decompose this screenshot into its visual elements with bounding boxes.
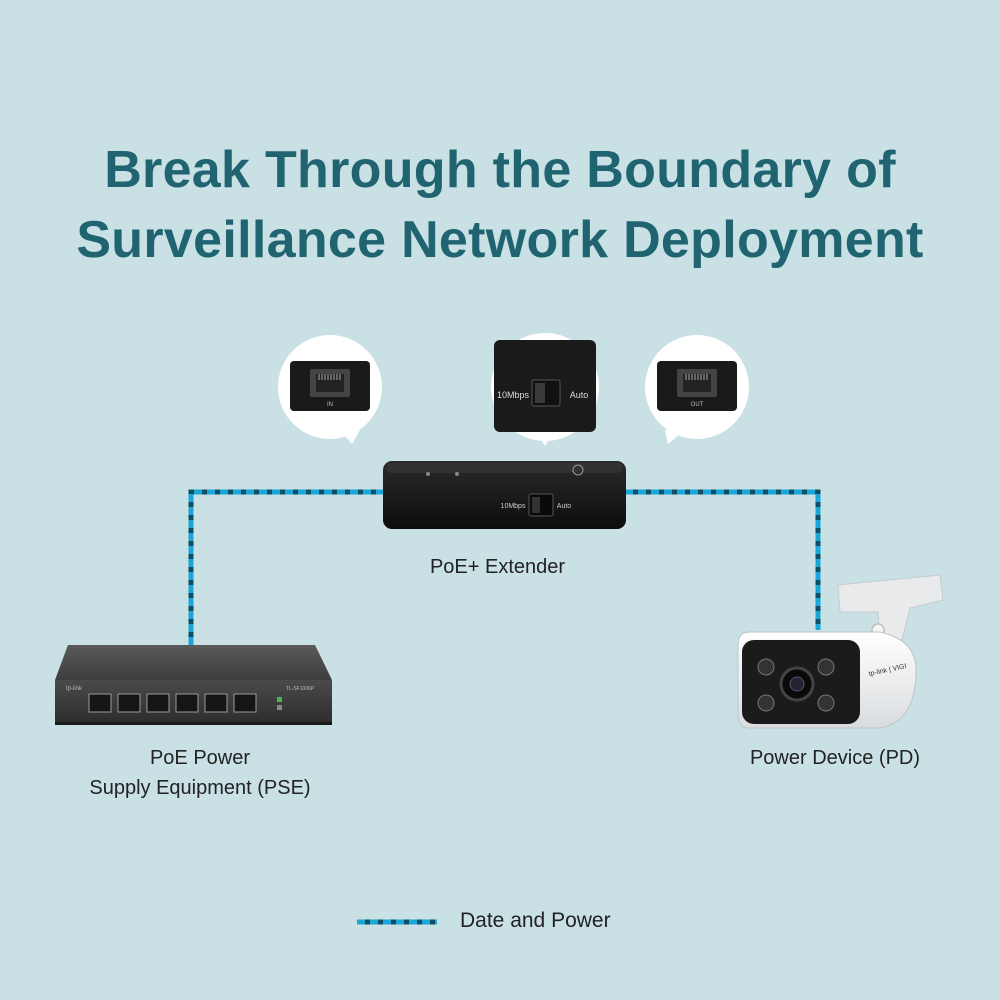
port-out-callout: OUT xyxy=(645,335,749,444)
title-line-2: Surveillance Network Deployment xyxy=(76,211,924,269)
cable-extender-to-pd xyxy=(625,489,821,630)
cable-pse-to-extender xyxy=(188,489,383,645)
mode-switch-callout: 10Mbps Auto xyxy=(491,333,599,446)
port-in-callout: IN xyxy=(278,335,382,444)
port-out-label: OUT xyxy=(691,402,704,408)
bullet-camera-device: tp-link | VIGI xyxy=(737,574,944,729)
pse-label: PoE Power Supply Equipment (PSE) xyxy=(40,743,360,803)
poe-extender-device: 10Mbps Auto xyxy=(383,461,626,529)
pse-label-line-1: PoE Power xyxy=(149,747,251,769)
title-line-1: Break Through the Boundary of xyxy=(104,141,896,199)
poe-switch-device: tp-link TL-SF1006P xyxy=(55,645,332,725)
callout-switch-right: Auto xyxy=(570,390,589,400)
extender-label: PoE+ Extender xyxy=(429,556,566,578)
legend-text: Date and Power xyxy=(460,909,611,932)
pse-model: TL-SF1006P xyxy=(286,686,315,692)
port-in-label: IN xyxy=(327,402,333,408)
switch-ports xyxy=(88,693,257,713)
pse-brand: tp-link xyxy=(66,686,83,692)
extender-switch-right: Auto xyxy=(557,503,572,510)
callout-switch-left: 10Mbps xyxy=(497,390,530,400)
pse-label-line-2: Supply Equipment (PSE) xyxy=(89,777,311,799)
page-title: Break Through the Boundary of Surveillan… xyxy=(0,135,1000,275)
pd-label: Power Device (PD) xyxy=(749,747,921,769)
tplink-logo-icon xyxy=(572,464,584,476)
extender-switch-left: 10Mbps xyxy=(501,503,526,510)
